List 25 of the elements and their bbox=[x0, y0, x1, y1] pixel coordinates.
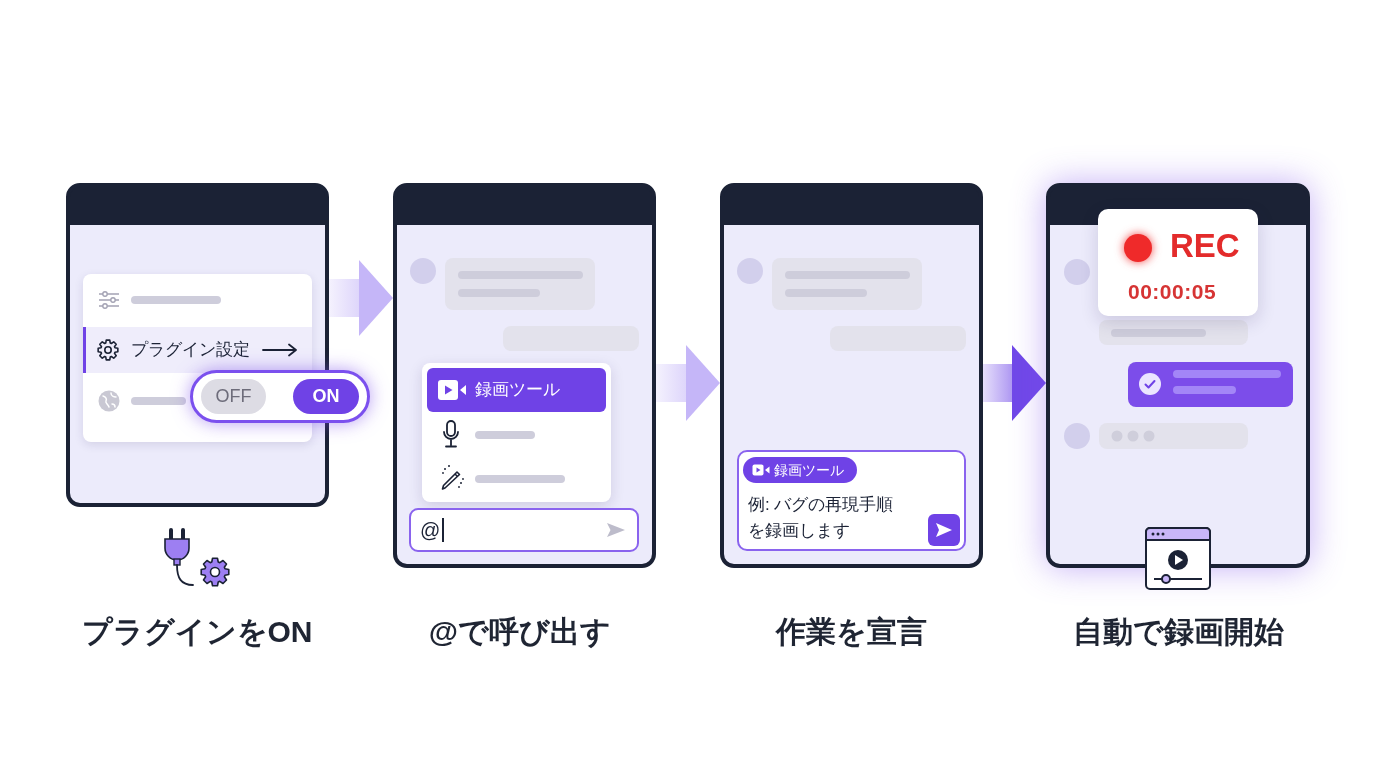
toggle-option: ON bbox=[293, 379, 359, 414]
app-window bbox=[1046, 183, 1310, 568]
toggle-option: OFF bbox=[201, 379, 266, 414]
input-text: @ bbox=[420, 518, 445, 542]
toggle-switch bbox=[190, 370, 370, 423]
step-caption: プラグインをON bbox=[81, 614, 313, 650]
arrow bbox=[329, 260, 393, 336]
input-field bbox=[737, 450, 966, 551]
message-text: 例: バグの再現手順を録画します bbox=[748, 494, 895, 542]
timer-text: 00:00:05 bbox=[1128, 279, 1217, 305]
menu-item bbox=[427, 368, 606, 412]
recording-card bbox=[1098, 209, 1258, 316]
menu-label: プラグイン設定 bbox=[131, 339, 250, 361]
step-caption: @で呼び出す bbox=[428, 614, 612, 650]
arrow bbox=[983, 345, 1046, 421]
app-window bbox=[720, 183, 983, 568]
app-window bbox=[393, 183, 656, 568]
input-field bbox=[409, 508, 639, 552]
chip-label: 録画ツール bbox=[774, 461, 844, 480]
menu-label: 録画ツール bbox=[475, 379, 560, 401]
menu-item bbox=[83, 327, 312, 373]
step-caption: 作業を宣言 bbox=[775, 614, 927, 650]
step-caption: 自動で録画開始 bbox=[1072, 614, 1284, 650]
arrow bbox=[656, 345, 720, 421]
rec-label: REC bbox=[1170, 226, 1240, 266]
